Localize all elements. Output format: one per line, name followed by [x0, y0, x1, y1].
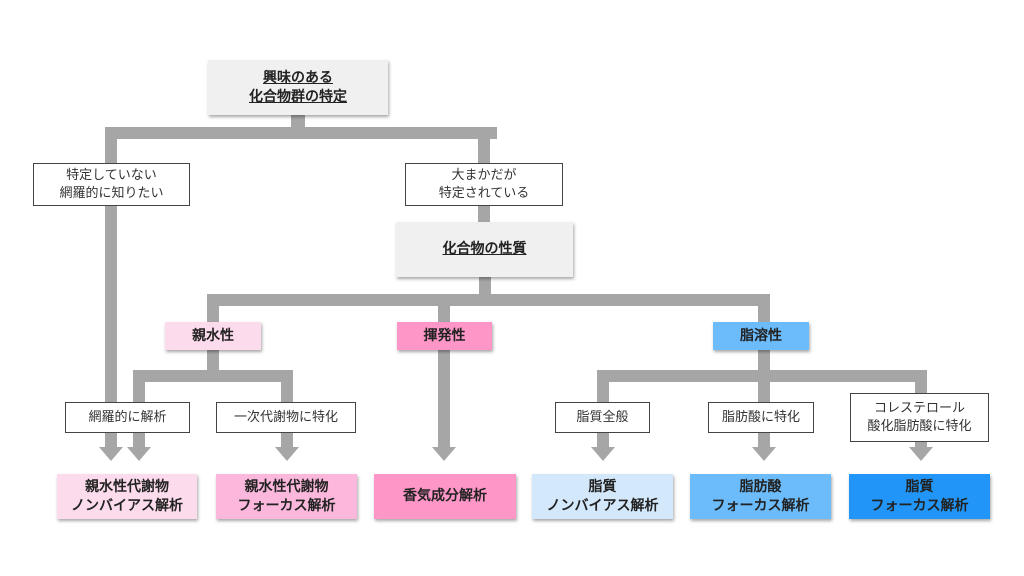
- sub-label-fatty-acid: 脂肪酸に特化: [708, 402, 814, 433]
- arrow-down-icon: [909, 447, 933, 461]
- connector-volatile-stem: [438, 350, 450, 447]
- root-node: 興味のある 化合物群の特定: [208, 60, 388, 115]
- leaf-lipid-focus: 脂質 フォーカス解析: [849, 474, 990, 519]
- leaf-aroma: 香気成分解析: [374, 474, 516, 519]
- arrow-down-icon: [99, 447, 123, 461]
- sub-label-cholesterol: コレステロール 酸化脂肪酸に特化: [850, 393, 989, 442]
- arrow-down-icon: [127, 447, 151, 461]
- property-lipophilic: 脂溶性: [713, 322, 809, 350]
- arrow-down-icon: [752, 447, 776, 461]
- property-volatile: 揮発性: [397, 322, 492, 350]
- arrow-down-icon: [275, 447, 299, 461]
- connector-hydrophilic-bar: [133, 370, 293, 382]
- connector-lipophilic-down: [758, 294, 770, 324]
- property-hydrophilic: 親水性: [165, 322, 261, 350]
- connector-hydrophilic-down: [207, 294, 219, 324]
- sub-label-comprehensive: 網羅的に解析: [65, 402, 190, 433]
- root-node-label: 興味のある 化合物群の特定: [249, 70, 347, 105]
- leaf-hydrophilic-nonbiased: 親水性代謝物 ノンバイアス解析: [57, 474, 197, 519]
- connector-volatile-down: [438, 294, 450, 324]
- leaf-hydrophilic-focus: 親水性代謝物 フォーカス解析: [216, 474, 357, 519]
- connector-left-down: [105, 127, 117, 447]
- connector-property-bar: [207, 294, 770, 306]
- arrow-down-icon: [432, 447, 456, 461]
- connector-hydrophilic-stem: [207, 350, 219, 376]
- property-node: 化合物の性質: [396, 222, 573, 277]
- sub-label-primary-metabolite: 一次代謝物に特化: [216, 402, 356, 433]
- branch-label-targeted: 大まかだが 特定されている: [405, 163, 563, 206]
- branch-label-untargeted: 特定していない 網羅的に知りたい: [33, 163, 190, 206]
- property-node-label: 化合物の性質: [442, 241, 527, 258]
- sub-label-lipid-general: 脂質全般: [555, 402, 650, 433]
- connector-top-bar: [105, 127, 497, 139]
- leaf-lipid-nonbiased: 脂質 ノンバイアス解析: [532, 474, 673, 519]
- connector-lipophilic-stem: [758, 350, 770, 376]
- leaf-fatty-acid-focus: 脂肪酸 フォーカス解析: [690, 474, 831, 519]
- arrow-down-icon: [591, 447, 615, 461]
